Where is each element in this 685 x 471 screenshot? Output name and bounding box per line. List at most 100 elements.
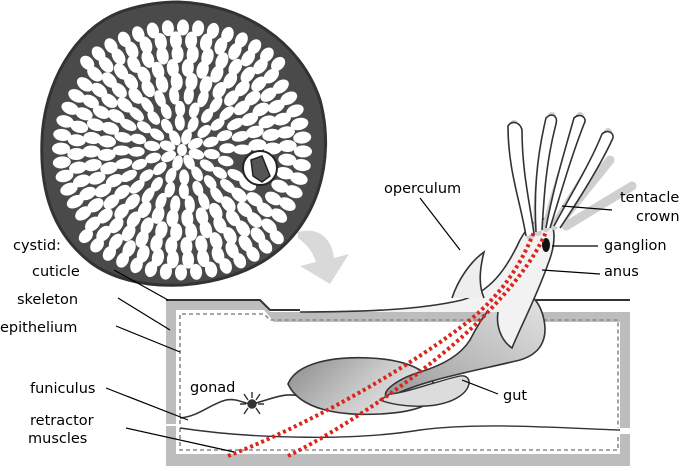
colony-cell [83,131,102,145]
colony-cell [246,125,264,139]
colony-cell [73,174,91,188]
colony-cell [101,72,117,88]
colony-cell [114,203,130,220]
colony-cell [88,171,106,185]
colony-cell [203,136,219,148]
skeleton [166,300,630,466]
colony-cell [188,148,205,160]
colony-cell [170,223,183,242]
colony-cell [123,73,139,91]
colony-cell [154,90,166,108]
colony-cell [117,31,131,47]
colony-cell [75,206,92,221]
colony-cell [233,144,252,155]
colony-cell [203,149,220,160]
colony-cell [204,261,218,278]
colony-cell [183,154,195,170]
colony-cell [83,158,102,172]
colony-cell [132,26,145,42]
colony-cell [247,39,262,55]
colony-cell [271,179,289,193]
colony-cell [217,155,234,167]
cystid-bottom-line [179,425,621,438]
colony-cell [154,32,167,51]
colony-cell [69,161,87,174]
colony-cell [140,217,154,235]
colony-cell [113,63,129,80]
colony-cell [61,101,79,115]
colony-cell [211,246,225,264]
retractor-muscles [227,231,548,458]
colony-cell [129,179,145,194]
colony-cell [220,178,236,194]
colony-cell [252,58,268,75]
label-retractor: retractor [30,413,94,429]
label-gut: gut [503,388,527,404]
colony-cell [192,20,205,37]
colony-cell [55,169,74,183]
colony-cell [228,58,243,76]
colony-cell [153,162,167,176]
colony-cell [233,100,250,116]
colony-cell [116,252,130,268]
colony-cell [178,183,189,200]
label-funiculus: funiculus [30,381,95,397]
label-tentacle: tentacle [620,190,679,206]
colony-cell [82,94,99,109]
colony-cell [215,52,229,70]
colony-cell [190,263,203,280]
colony-cell [209,96,223,113]
colony-cell [185,31,198,50]
colony-cell [199,220,213,239]
colony-cell [151,61,165,80]
colony-cell [56,115,75,128]
colony-cell [209,232,223,250]
colony-cell [128,106,144,122]
colony-cell [231,131,250,142]
colony-cell [227,117,244,131]
colony-cell [216,130,233,142]
colony-cell [210,65,224,83]
gut-lower [378,375,470,407]
label-gonad: gonad [190,380,235,396]
colony-cell [166,59,179,78]
leader-lines [105,197,613,453]
colony-cell [258,115,276,129]
colony-cell [76,77,94,92]
colony-cell [53,128,72,141]
colony-zooid-cells [52,19,312,281]
colony-cell [273,112,291,126]
colony-cell [197,89,209,108]
colony-cell [140,97,154,114]
colony-cell [172,155,183,171]
colony-cell [98,135,116,148]
labels: cystid: cuticle skeleton epithelium funi… [0,181,680,447]
colony-cell [280,91,298,106]
colony-cell [79,186,97,201]
colony-cell [87,66,103,82]
colony-cell [141,187,155,204]
label-crown: crown [636,209,680,225]
colony-cell [174,264,188,281]
colony-cell [131,158,148,170]
colony-cell [60,182,78,196]
label-operculum: operculum [384,181,461,197]
colony-cell [180,237,193,255]
colony-cell [186,45,199,64]
colony-cell [176,19,190,36]
colony-cell [219,143,236,154]
colony-cell [87,198,104,213]
tentacle-crown [507,112,637,240]
colony-cell [292,159,311,172]
colony-cell [139,169,154,182]
colony-cell [294,145,312,158]
colony-cell [135,230,149,248]
label-epithelium: epithelium [0,320,77,336]
colony-cell [272,79,289,94]
colony-cell [197,124,211,138]
label-cystid: cystid: [13,238,61,254]
colony-cell [92,105,110,119]
colony-cell [227,169,245,182]
colony-cell [263,68,279,84]
colony-cell [246,192,263,207]
